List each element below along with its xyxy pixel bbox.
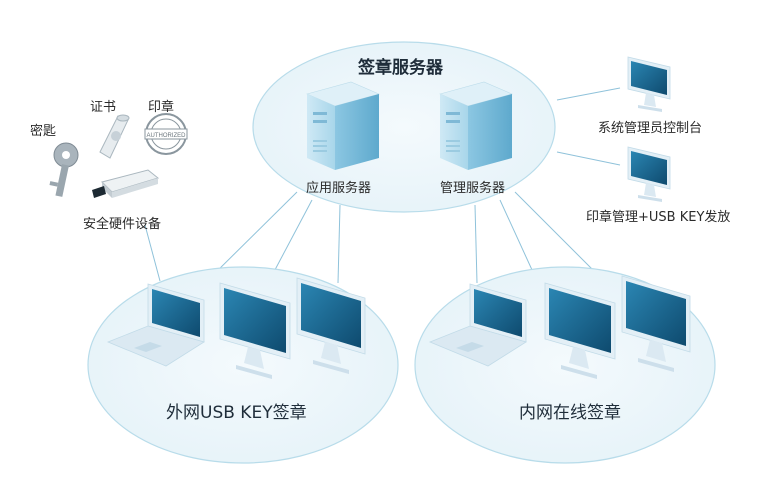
intranet-laptop-icon — [428, 283, 527, 367]
secure-hw-label: 安全硬件设备 — [83, 217, 162, 232]
usb-key-icon — [92, 169, 160, 198]
line-secure-hw — [144, 224, 161, 282]
intranet-monitor-1-icon — [544, 282, 616, 379]
extranet-label: 外网USB KEY签章 — [166, 403, 307, 423]
key-label: 密匙 — [30, 124, 57, 139]
line-mgmt-monitor2 — [514, 191, 604, 281]
line-app-monitor2 — [337, 204, 341, 284]
certificate-label: 证书 — [90, 100, 117, 115]
seal-stamp-icon: AUTHORIZED — [144, 113, 188, 155]
admin-console-monitor-icon — [627, 56, 671, 112]
intranet-label: 内网在线签章 — [519, 403, 621, 423]
sign-server-label: 签章服务器 — [358, 58, 443, 78]
key-icon — [49, 142, 79, 197]
extranet-laptop-icon — [106, 283, 205, 367]
line-seal-usb — [556, 151, 621, 166]
mgmt-server-icon — [439, 81, 513, 170]
seal-usb-monitor-icon — [627, 146, 671, 202]
app-server-label: 应用服务器 — [306, 181, 372, 196]
extranet-monitor-2-icon — [296, 277, 366, 374]
seal-label: 印章 — [148, 100, 175, 115]
extranet-monitor-1-icon — [219, 282, 291, 379]
seal-usb-issue-label: 印章管理+USB KEY发放 — [586, 210, 731, 225]
app-server-icon — [306, 81, 380, 170]
mgmt-server-label: 管理服务器 — [440, 181, 506, 196]
seal-stamp-text: AUTHORIZED — [147, 133, 187, 139]
line-mgmt-laptop — [474, 204, 478, 284]
intranet-monitor-2-icon — [621, 275, 691, 372]
admin-console-label: 系统管理员控制台 — [598, 121, 703, 136]
certificate-icon — [99, 114, 130, 159]
connection-lines — [144, 87, 621, 284]
line-admin-console — [556, 87, 621, 101]
